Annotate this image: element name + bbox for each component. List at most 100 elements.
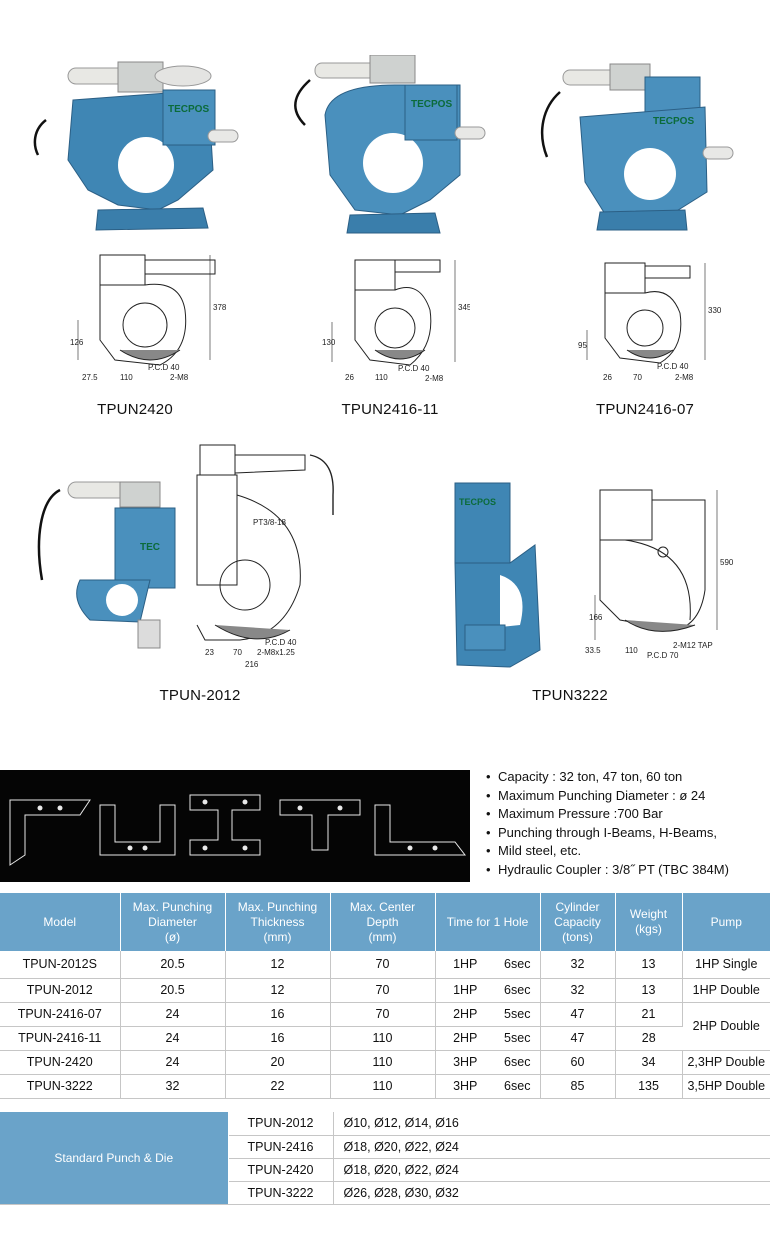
cell-model: TPUN-2416-11 (0, 1026, 121, 1051)
feature-item: Maximum Pressure :700 Bar (484, 805, 770, 824)
cell-thickness: 22 (225, 1074, 331, 1099)
dim-label: P.C.D 40 (398, 364, 430, 373)
cell-weight: 34 (615, 1050, 683, 1075)
cell-capacity: 32 (540, 951, 616, 979)
table-row: TPUN-2012 20.5 12 70 1HP 6sec 32 13 1HP … (0, 978, 770, 1003)
col-header-time: Time for 1 Hole (435, 893, 541, 951)
brand-label: TECPOS (168, 104, 209, 115)
table-row: TPUN-2416-11 24 16 110 2HP 5sec 47 28 (0, 1026, 770, 1051)
cell-model: TPUN-2416-07 (0, 1002, 121, 1027)
cell-weight: 13 (615, 951, 683, 979)
cell-thickness: 20 (225, 1050, 331, 1075)
col-header-weight: Weight(kgs) (615, 893, 683, 951)
product-caption: TPUN3222 (532, 687, 608, 704)
cell-weight: 135 (615, 1074, 683, 1099)
drawing-tpun2416-11: 345 130 26 110 P.C.D 40 2-M8 (320, 250, 470, 385)
drawing-tpun2416-07: 330 95 26 70 P.C.D 40 2-M8 (575, 258, 725, 386)
cell-model: TPUN-2420 (0, 1050, 121, 1075)
dim-label: 26 (603, 373, 612, 382)
dim-label: 95 (578, 341, 587, 350)
cell-sizes: Ø18, Ø20, Ø22, Ø24 (333, 1135, 770, 1159)
cell-thickness: 16 (225, 1026, 331, 1051)
table-row: TPUN-2420 24 20 110 3HP 6sec 60 34 2,3HP… (0, 1050, 770, 1075)
cell-diameter: 32 (120, 1074, 226, 1099)
dim-label: 378 (213, 303, 227, 312)
dim-label: 33.5 (585, 646, 601, 655)
dim-label: P.C.D 40 (148, 363, 180, 372)
dim-label: 130 (322, 338, 336, 347)
product-caption: TPUN2416-07 (595, 401, 695, 418)
feature-list: Capacity : 32 ton, 47 ton, 60 ton Maximu… (484, 768, 770, 879)
dim-label: 110 (375, 373, 388, 382)
cell-model: TPUN-2012 (0, 978, 121, 1003)
cell-thickness: 16 (225, 1002, 331, 1027)
table-row: TPUN-2420 Ø18, Ø20, Ø22, Ø24 (0, 1158, 770, 1182)
product-photo-tpun2420: TECPOS (28, 60, 248, 235)
cell-pump: 3,5HP Double (682, 1074, 770, 1099)
cell-pump: 2HP Double (682, 1002, 770, 1051)
feature-item: Maximum Punching Diameter : ø 24 (484, 787, 770, 806)
dim-label: 110 (120, 373, 133, 382)
steel-profiles-banner (0, 770, 470, 882)
cell-model: TPUN-2420 (228, 1158, 334, 1182)
cell-hp: 1HP (435, 978, 495, 1003)
product-photo-tpun2416-11: TECPOS (285, 55, 495, 235)
dim-label: 70 (633, 373, 642, 382)
drawing-tpun3222: 590 166 33.5 110 P.C.D 70 2-M12 TAP (585, 480, 735, 665)
punch-die-label: Standard Punch & Die (0, 1112, 229, 1205)
cell-model: TPUN-2416 (228, 1135, 334, 1159)
cell-diameter: 24 (120, 1002, 226, 1027)
table-row: TPUN-2012S 20.5 12 70 1HP 6sec 32 13 1HP… (0, 951, 770, 979)
table-row: TPUN-3222 Ø26, Ø28, Ø30, Ø32 (0, 1181, 770, 1205)
feature-item-continued: Mild steel, etc. (484, 842, 770, 861)
cell-depth: 70 (330, 951, 436, 979)
cell-depth: 110 (330, 1074, 436, 1099)
cell-capacity: 85 (540, 1074, 616, 1099)
cell-seconds: 6sec (495, 978, 541, 1003)
table-row: Standard Punch & Die TPUN-2012 Ø10, Ø12,… (0, 1112, 770, 1205)
cell-capacity: 60 (540, 1050, 616, 1075)
cell-depth: 70 (330, 1002, 436, 1027)
product-caption: TPUN-2012 (159, 687, 241, 704)
cell-hp: 2HP (435, 1002, 495, 1027)
drawing-tpun2420: 378 126 27.5 110 P.C.D 40 2-M8 (70, 250, 240, 385)
cell-pump: 2,3HP Double (682, 1050, 770, 1075)
cell-thickness: 12 (225, 978, 331, 1003)
drawing-tpun-2012: PT3/8-18 P.C.D 40 2-M8x1.25 23 70 216 (185, 435, 345, 670)
cell-seconds: 5sec (495, 1002, 541, 1027)
cell-model: TPUN-3222 (228, 1181, 334, 1205)
cell-depth: 110 (330, 1026, 436, 1051)
cell-model: TPUN-2012S (0, 951, 121, 979)
product-photo-tpun-2012: TEC (30, 470, 190, 670)
cell-capacity: 32 (540, 978, 616, 1003)
dim-label: P.C.D 70 (647, 651, 679, 660)
dim-label: 345 (458, 303, 470, 312)
cell-capacity: 47 (540, 1026, 616, 1051)
feature-item: Capacity : 32 ton, 47 ton, 60 ton (484, 768, 770, 787)
cell-diameter: 20.5 (120, 978, 226, 1003)
product-photo-tpun3222: TECPOS (445, 475, 545, 670)
punch-die-table: Standard Punch & Die TPUN-2012 Ø10, Ø12,… (0, 1112, 770, 1205)
cell-diameter: 20.5 (120, 951, 226, 979)
dim-label: 2-M12 TAP (673, 641, 713, 650)
cell-weight: 28 (615, 1026, 682, 1051)
dim-label: 126 (70, 338, 84, 347)
cell-sizes: Ø10, Ø12, Ø14, Ø16 (333, 1112, 770, 1136)
cell-sizes: Ø18, Ø20, Ø22, Ø24 (333, 1158, 770, 1182)
cell-pump: 1HP Double (682, 978, 770, 1003)
dim-label: 2-M8 (170, 373, 189, 382)
dim-label: 2-M8 (425, 374, 444, 383)
cell-seconds: 5sec (495, 1026, 541, 1051)
col-header-model: Model (0, 893, 121, 951)
cell-capacity: 47 (540, 1002, 616, 1027)
feature-item: Hydraulic Coupler : 3/8˝ PT (TBC 384M) (484, 861, 770, 880)
product-caption: TPUN2416-11 (341, 401, 439, 418)
dim-label: 26 (345, 373, 354, 382)
cell-hp: 1HP (435, 951, 495, 979)
dim-label: 70 (233, 648, 242, 657)
